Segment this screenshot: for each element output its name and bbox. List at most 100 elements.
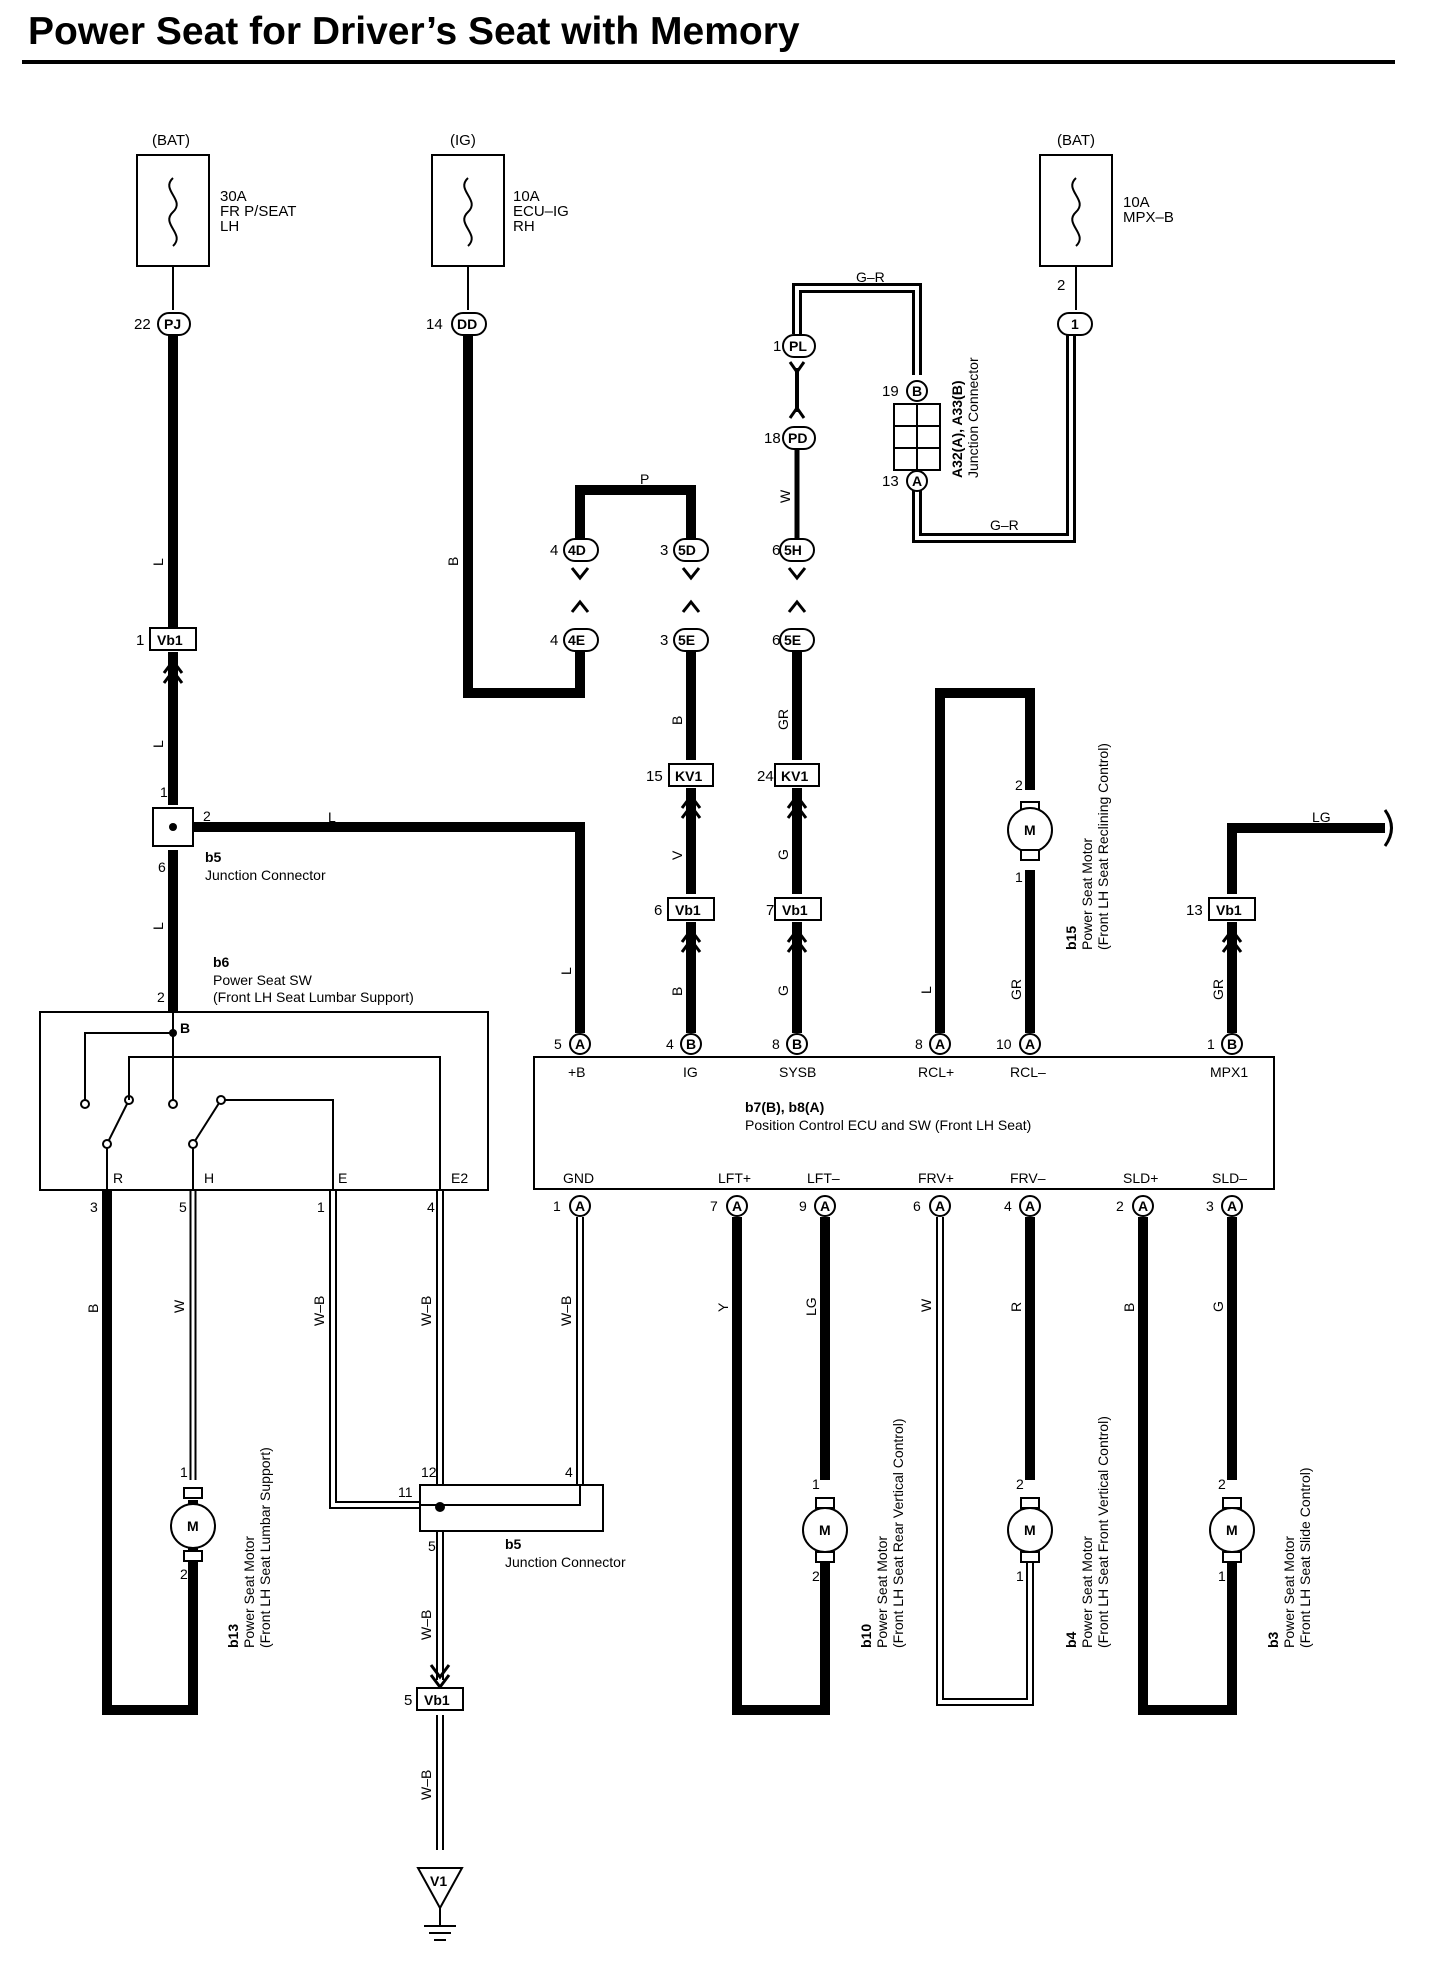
motor-b3: 2 M 1 b3 Power Seat Motor (Front LH Seat… (1209, 1467, 1313, 1648)
ecu-bottom-terminal: GND 1 A (553, 1170, 594, 1217)
wire-color-labels: L L L L L B P B V B W GR G G G–R G–R L G… (85, 269, 1331, 1800)
svg-text:SLD–: SLD– (1212, 1170, 1247, 1186)
arrow-up-icon (680, 793, 702, 819)
connector-oval (906, 470, 928, 492)
connector-dd: 14 DD (426, 312, 487, 336)
terminal-r: R (113, 1170, 123, 1186)
svg-text:6: 6 (913, 1198, 921, 1214)
connector-kv1-b: 24 KV1 (757, 763, 820, 819)
wire-label: GR (775, 709, 791, 730)
wire-p (575, 485, 696, 538)
fuse-mpx-b: (BAT) 10A MPX–B (1039, 132, 1174, 267)
switch-top-pin: 2 (157, 989, 165, 1005)
ecu-top-terminal: 8 B SYSB (772, 1033, 816, 1080)
connector-oval (157, 312, 191, 336)
terminal-e2: E2 (451, 1170, 468, 1186)
svg-text:M: M (1226, 1522, 1238, 1538)
terminal-e: E (338, 1170, 347, 1186)
connector-5d: 3 5D (660, 538, 709, 581)
svg-text:V1: V1 (430, 1873, 447, 1889)
motor-b13: 1 M 2 b13 Power Seat Motor (Front LH Sea… (170, 1447, 273, 1648)
junction-b5-bottom: 12 11 4 5 b5 Junction Connector (398, 1464, 626, 1570)
connector-pin-number: 24 (757, 768, 774, 785)
connector-pin-number: 15 (646, 768, 663, 785)
svg-text:Power Seat Motor: Power Seat Motor (241, 1536, 257, 1648)
svg-text:1: 1 (812, 1476, 820, 1492)
arrow-up-icon (1221, 927, 1243, 953)
wire-b-lumbar (102, 1190, 198, 1715)
connector-oval (906, 380, 928, 402)
connector-pin-number: 3 (660, 542, 668, 559)
connector-pin-number: 1 (136, 632, 144, 649)
ecu-bottom-terminal: SLD+ 2 A (1116, 1170, 1158, 1217)
motor-b4: 2 M 1 b4 Power Seat Motor (Front LH Seat… (1007, 1416, 1111, 1648)
svg-text:A: A (1227, 1198, 1237, 1214)
page-title: Power Seat for Driver’s Seat with Memory (28, 10, 800, 53)
fuse-box (136, 154, 210, 267)
svg-text:1: 1 (180, 1464, 188, 1480)
switch-b6: b6 Power Seat SW (Front LH Seat Lumbar S… (39, 954, 489, 1215)
svg-text:10: 10 (996, 1036, 1012, 1052)
wire-w-b-set (329, 1190, 584, 1850)
connector-oval (782, 334, 816, 358)
svg-text:b10: b10 (858, 1624, 874, 1648)
connector-vb1-a: 1 Vb1 (136, 627, 197, 684)
arrow-up-icon (786, 793, 808, 819)
fuse-source-label: (BAT) (152, 132, 190, 149)
connector-4e: 4 4E (550, 599, 599, 652)
connector-id: A (912, 473, 922, 489)
fuse-rating: 10A (513, 188, 540, 205)
fuse-icon (1071, 177, 1081, 247)
connector-id: Vb1 (675, 902, 701, 918)
fuse-name-line2: LH (220, 218, 239, 235)
svg-text:(Front LH Seat Rear Vertical C: (Front LH Seat Rear Vertical Control) (890, 1418, 906, 1648)
fuse-rating: 30A (220, 188, 247, 205)
fuse-rating: 10A (1123, 194, 1150, 211)
wire-label: LG (1312, 809, 1331, 825)
ground-triangle (416, 1867, 464, 1911)
svg-text:B: B (686, 1036, 696, 1052)
wire-label: G (775, 985, 791, 996)
wire-label: G (1210, 1301, 1226, 1312)
svg-text:A: A (935, 1036, 945, 1052)
arrow-up-icon (787, 599, 807, 613)
svg-text:2: 2 (812, 1568, 820, 1584)
connector-pin-number: 13 (882, 473, 899, 490)
svg-text:2: 2 (180, 1566, 188, 1582)
wire-label: W–B (311, 1296, 327, 1326)
fuse-name-line1: MPX–B (1123, 209, 1174, 226)
svg-text:LFT–: LFT– (807, 1170, 840, 1186)
svg-text:A: A (732, 1198, 742, 1214)
connector-5e-a: 3 5E (660, 599, 709, 652)
wire-label: G–R (990, 517, 1019, 533)
wire-l-recline (935, 688, 1035, 1033)
ecu-top-terminal: 10 A RCL– (996, 1033, 1046, 1080)
connector-1: 2 1 (1057, 277, 1093, 336)
junction-title: A32(A), A33(B) (949, 381, 965, 479)
fuse-icon (463, 177, 473, 247)
svg-text:2: 2 (1116, 1198, 1124, 1214)
svg-text:SLD+: SLD+ (1123, 1170, 1158, 1186)
wire-label: B (669, 987, 685, 996)
svg-text:FRV+: FRV+ (918, 1170, 954, 1186)
svg-text:2: 2 (1016, 1476, 1024, 1492)
ecu-code: b7(B), b8(A) (745, 1099, 824, 1115)
wire-label: GR (1210, 979, 1226, 1000)
wire-label: G–R (856, 269, 885, 285)
arrow-up-icon (680, 927, 702, 953)
svg-text:b15: b15 (1063, 926, 1079, 950)
svg-text:LFT+: LFT+ (718, 1170, 751, 1186)
wire-y-lg (732, 1217, 830, 1715)
junction-dot (169, 823, 177, 831)
junction-code: b5 (505, 1536, 522, 1552)
svg-text:Power Seat Motor: Power Seat Motor (1079, 838, 1095, 950)
svg-text:1: 1 (1016, 1568, 1024, 1584)
connector-oval (673, 538, 709, 562)
arrow-down-icon (570, 567, 590, 581)
fuse-name-line2: RH (513, 218, 535, 235)
ecu-bottom-terminal: FRV+ 6 A (913, 1170, 954, 1217)
connector-pin-number: 19 (882, 383, 899, 400)
svg-text:(Front LH Seat Slide Control): (Front LH Seat Slide Control) (1297, 1467, 1313, 1648)
fuse-box (1039, 154, 1113, 267)
wire-label: V (669, 850, 685, 860)
